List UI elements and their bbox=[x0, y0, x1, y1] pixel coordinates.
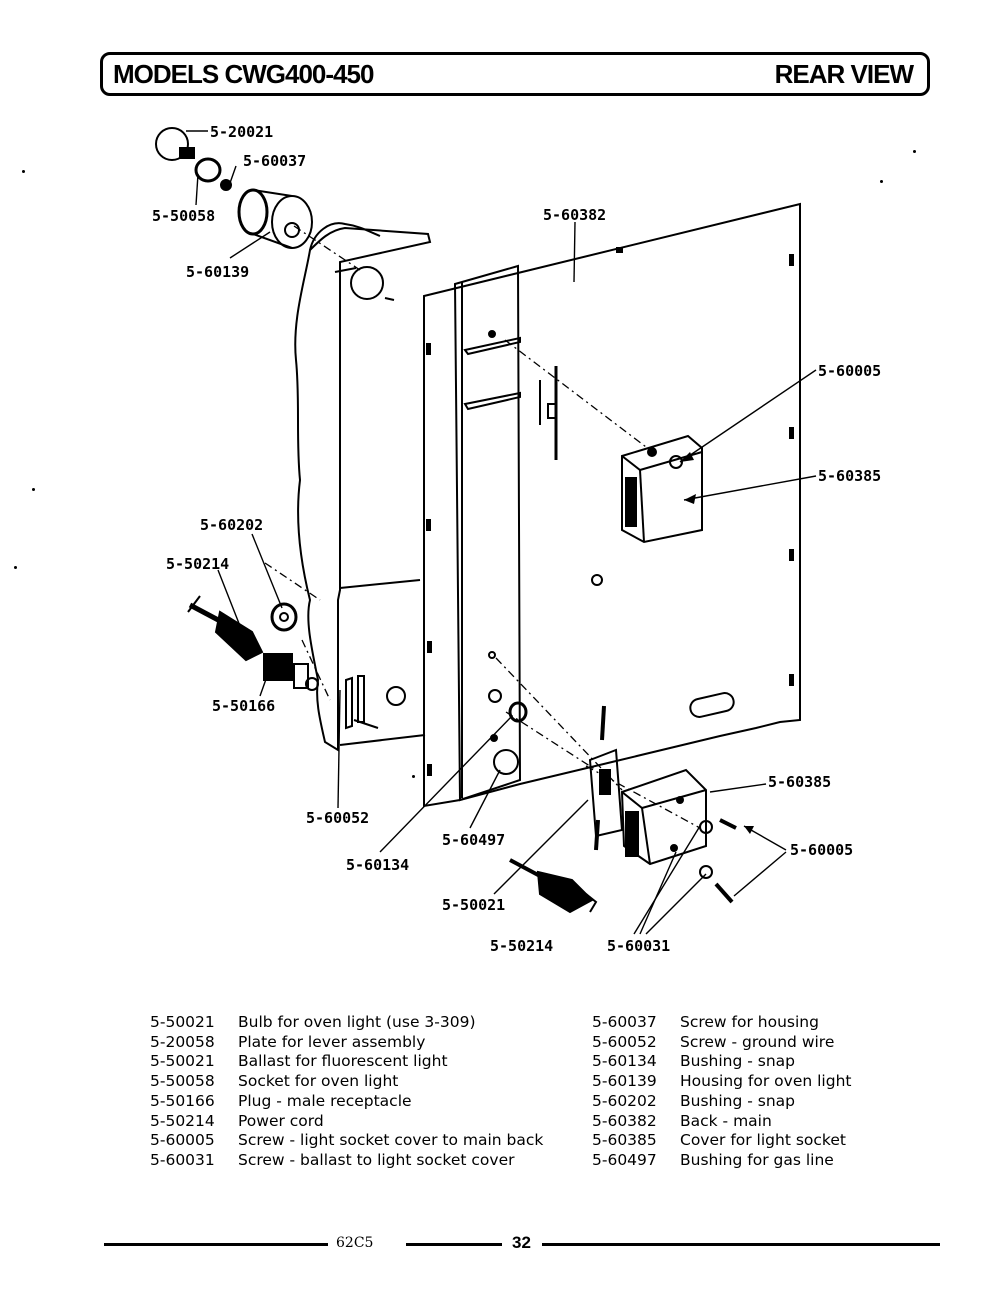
power-cord-upper bbox=[187, 595, 264, 662]
callout-cover-screw-lower: 5-60005 bbox=[790, 841, 853, 859]
callout-power-cord-upper: 5-50214 bbox=[166, 555, 229, 573]
callout-socket-cover-lower: 5-60385 bbox=[768, 773, 831, 791]
callout-housing-screw: 5-60037 bbox=[243, 152, 306, 170]
callout-receptacle-plug: 5-50166 bbox=[212, 697, 275, 715]
receptacle-plug bbox=[263, 653, 319, 691]
callout-bulb: 5-20021 bbox=[210, 123, 273, 141]
footer-rule-middle bbox=[406, 1243, 502, 1246]
gas-bushing bbox=[493, 749, 519, 775]
callout-ballast: 5-50021 bbox=[442, 896, 505, 914]
page-number: 32 bbox=[512, 1233, 531, 1252]
side-panel bbox=[294, 226, 432, 752]
housing-part bbox=[237, 188, 313, 249]
catalog-code: 62C5 bbox=[336, 1235, 374, 1251]
bulb-part bbox=[155, 127, 189, 161]
footer-rule-left bbox=[104, 1243, 328, 1246]
callout-socket-cover-upper: 5-60385 bbox=[818, 467, 881, 485]
models-title: MODELS CWG400-450 bbox=[113, 59, 374, 89]
lower-socket-cover bbox=[588, 748, 713, 879]
page-header: MODELS CWG400-450 REAR VIEW bbox=[100, 52, 930, 96]
callout-cover-screw-upper: 5-60005 bbox=[818, 362, 881, 380]
socket-part bbox=[194, 157, 222, 183]
exploded-diagram: 5-20021 5-60037 5-50058 5-60139 5-60382 … bbox=[152, 123, 881, 955]
callout-housing: 5-60139 bbox=[186, 263, 249, 281]
callout-ground-screw: 5-60052 bbox=[306, 809, 369, 827]
callout-snap-bushing: 5-60202 bbox=[200, 516, 263, 534]
callout-bushing-snap: 5-60134 bbox=[346, 856, 409, 874]
callout-power-cord-lower: 5-50214 bbox=[490, 937, 553, 955]
callout-ballast-screw: 5-60031 bbox=[607, 937, 670, 955]
footer-rule-right bbox=[542, 1243, 940, 1246]
power-cord-lower bbox=[509, 858, 598, 914]
view-title: REAR VIEW bbox=[774, 59, 914, 89]
main-back-panel bbox=[423, 202, 801, 808]
callout-gas-bushing: 5-60497 bbox=[442, 831, 505, 849]
callout-socket: 5-50058 bbox=[152, 207, 215, 225]
page-footer: 62C5 32 bbox=[104, 1233, 940, 1255]
upper-socket-cover bbox=[621, 434, 703, 544]
callout-main-back: 5-60382 bbox=[543, 206, 606, 224]
